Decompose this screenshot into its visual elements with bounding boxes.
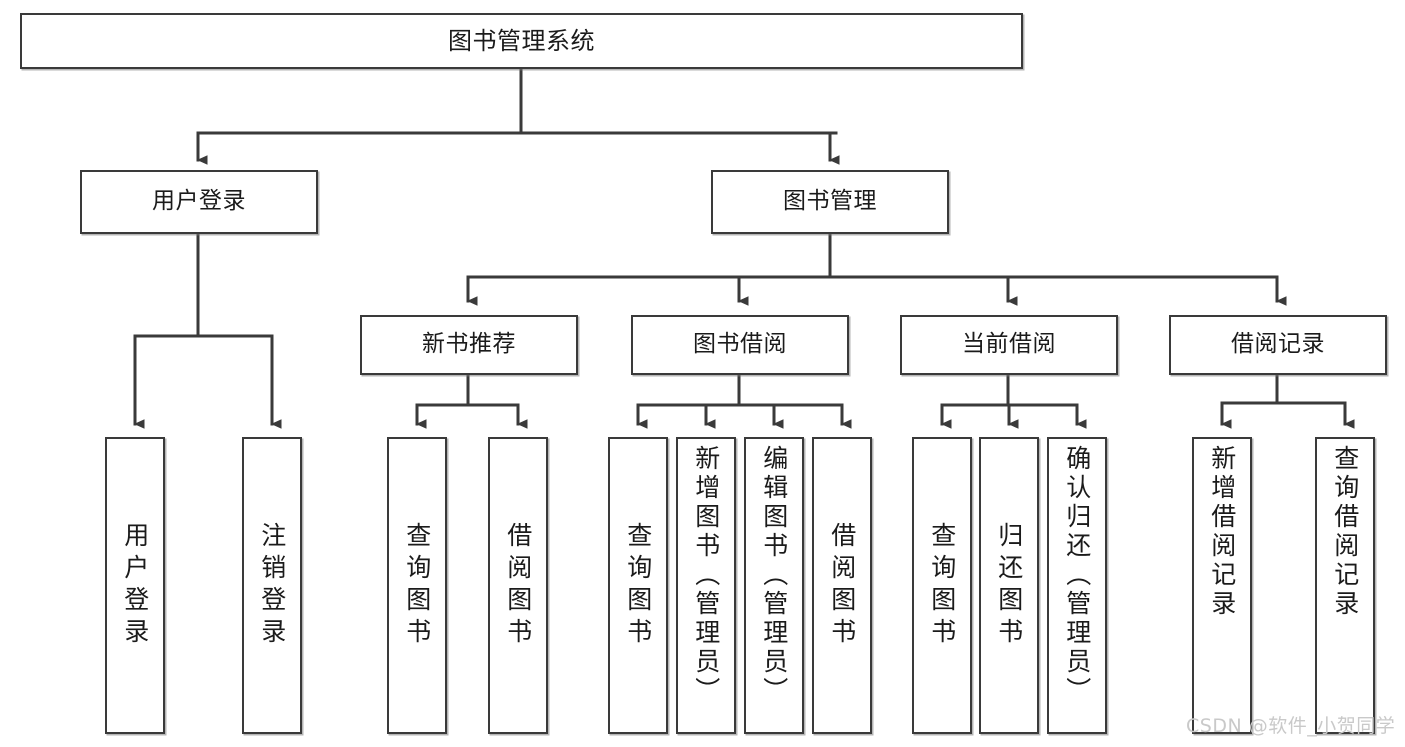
node-current-borrow[interactable]: 当前借阅 — [900, 315, 1118, 375]
node-label: 查询图书 — [623, 521, 653, 650]
leaf-user-login[interactable]: 用户登录 — [105, 437, 165, 734]
node-label: 查询图书 — [927, 521, 957, 650]
node-label: 编辑图书（管理员） — [759, 445, 789, 706]
node-label: 新增图书（管理员） — [691, 445, 721, 706]
leaf-borrow-book-recommend[interactable]: 借阅图书 — [488, 437, 548, 734]
leaf-query-borrow-record[interactable]: 查询借阅记录 — [1315, 437, 1375, 734]
leaf-borrow-book-borrow[interactable]: 借阅图书 — [812, 437, 872, 734]
node-label: 归还图书 — [994, 521, 1024, 650]
node-new-book-recommend[interactable]: 新书推荐 — [360, 315, 578, 375]
node-label: 图书管理 — [783, 188, 877, 215]
leaf-query-book-current[interactable]: 查询图书 — [912, 437, 972, 734]
node-label: 用户登录 — [120, 521, 150, 650]
node-label: 新增借阅记录 — [1207, 445, 1237, 619]
csdn-watermark: CSDN @软件_小贺同学 — [1186, 715, 1396, 737]
node-borrow-record[interactable]: 借阅记录 — [1169, 315, 1387, 375]
leaf-edit-book-admin[interactable]: 编辑图书（管理员） — [744, 437, 804, 734]
leaf-return-book[interactable]: 归还图书 — [979, 437, 1039, 734]
node-label: 当前借阅 — [962, 331, 1056, 358]
node-label: 注销登录 — [257, 521, 287, 650]
node-label: 图书管理系统 — [448, 26, 595, 55]
node-book-manage[interactable]: 图书管理 — [711, 170, 949, 234]
node-label: 查询图书 — [402, 521, 432, 650]
leaf-query-book-borrow[interactable]: 查询图书 — [608, 437, 668, 734]
leaf-logout-login[interactable]: 注销登录 — [242, 437, 302, 734]
node-label: 图书借阅 — [693, 331, 787, 358]
leaf-add-borrow-record[interactable]: 新增借阅记录 — [1192, 437, 1252, 734]
node-label: 借阅记录 — [1231, 331, 1325, 358]
leaf-query-book-recommend[interactable]: 查询图书 — [387, 437, 447, 734]
node-label: 查询借阅记录 — [1330, 445, 1360, 619]
node-book-borrow[interactable]: 图书借阅 — [631, 315, 849, 375]
node-user-login[interactable]: 用户登录 — [80, 170, 318, 234]
node-label: 用户登录 — [152, 188, 246, 215]
leaf-add-book-admin[interactable]: 新增图书（管理员） — [676, 437, 736, 734]
leaf-confirm-return-admin[interactable]: 确认归还（管理员） — [1047, 437, 1107, 734]
node-root-system[interactable]: 图书管理系统 — [20, 13, 1023, 69]
node-label: 确认归还（管理员） — [1062, 445, 1092, 706]
node-label: 新书推荐 — [422, 331, 516, 358]
node-label: 借阅图书 — [503, 521, 533, 650]
node-label: 借阅图书 — [827, 521, 857, 650]
